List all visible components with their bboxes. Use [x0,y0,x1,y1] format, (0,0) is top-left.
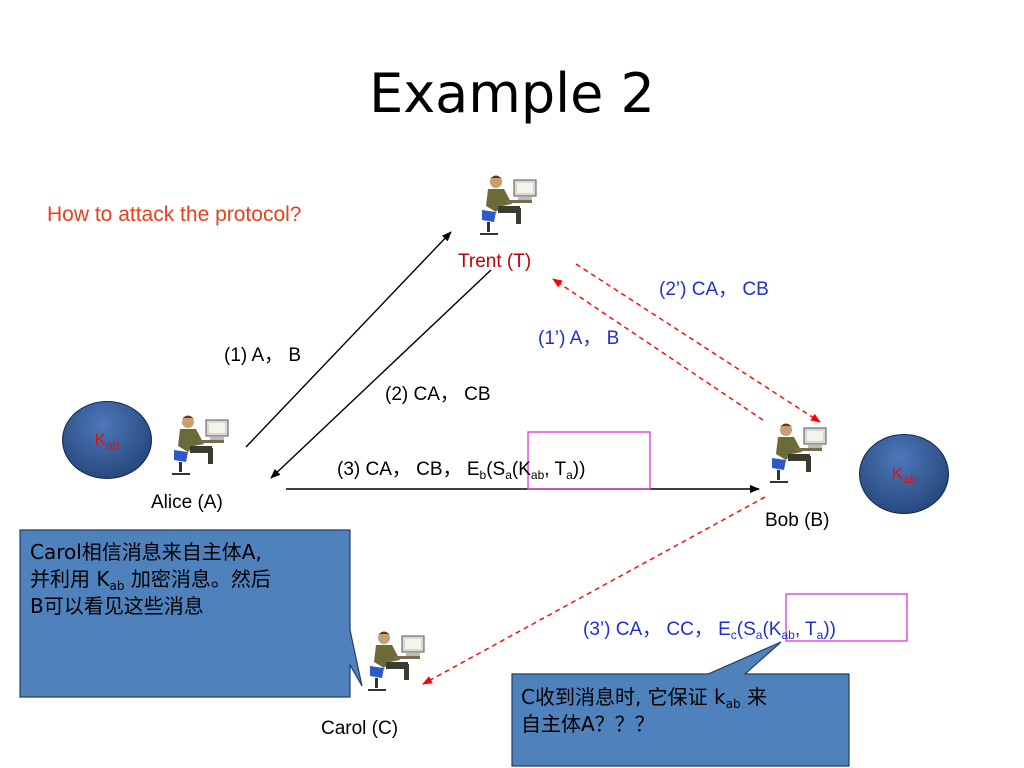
attack-arrow-bob-to-trent [552,278,764,421]
callout-right-line-2: 自主体A？？？ [521,712,655,736]
callout-right-text: C收到消息时, 它保证 kab 来 自主体A？？？ [521,684,846,738]
signature-highlight-box-bottom [785,593,908,642]
callout-left-text: Carol相信消息来自主体A, 并利用 Kab 加密消息。然后 B可以看见这些消… [30,539,345,620]
signature-highlight-box-top [527,431,651,490]
person-at-computer-icon [770,423,827,483]
person-at-computer-icon [368,631,425,691]
person-at-computer-icon [480,175,537,235]
trent-label: Trent (T) [458,251,532,272]
attack-arrow-bob-to-carol [422,496,766,685]
bob-label: Bob (B) [765,510,830,531]
attack-message-3: (3’) CA， CC， Ec(Sa(Kab, Ta)) [583,619,837,642]
message-1: (1) A， B [224,345,302,366]
message-2: (2) CA， CB [385,384,491,405]
attack-message-1: (1’) A， B [538,328,620,349]
attack-question: How to attack the protocol? [47,203,302,226]
bob-key-circle: Kab [859,434,949,514]
alice-key-circle: Kab [62,401,152,479]
callout-left-shape [19,529,363,698]
slide-title: Example 2 [369,62,655,125]
callout-right-shape [511,641,850,767]
key-label: Kab [891,464,917,486]
callout-right-line-1: C收到消息时, 它保证 kab 来 [521,685,767,711]
carol-label: Carol (C) [321,718,399,739]
person-at-computer-icon [172,415,229,475]
attack-arrow-trent-to-bob [575,263,821,423]
attack-message-2: (2’) CA， CB [659,279,769,300]
arrow-alice-to-trent [245,231,452,448]
message-3: (3) CA， CB， Eb(Sa(Kab, Ta)) [337,459,586,482]
callout-left-line-2: 并利用 Kab 加密消息。然后 [30,567,271,593]
alice-label: Alice (A) [151,492,223,513]
callout-left-line-3: B可以看见这些消息 [30,594,204,618]
key-label: Kab [94,430,120,452]
callout-left-line-1: Carol相信消息来自主体A, [30,540,262,564]
arrow-trent-to-alice [270,269,492,479]
